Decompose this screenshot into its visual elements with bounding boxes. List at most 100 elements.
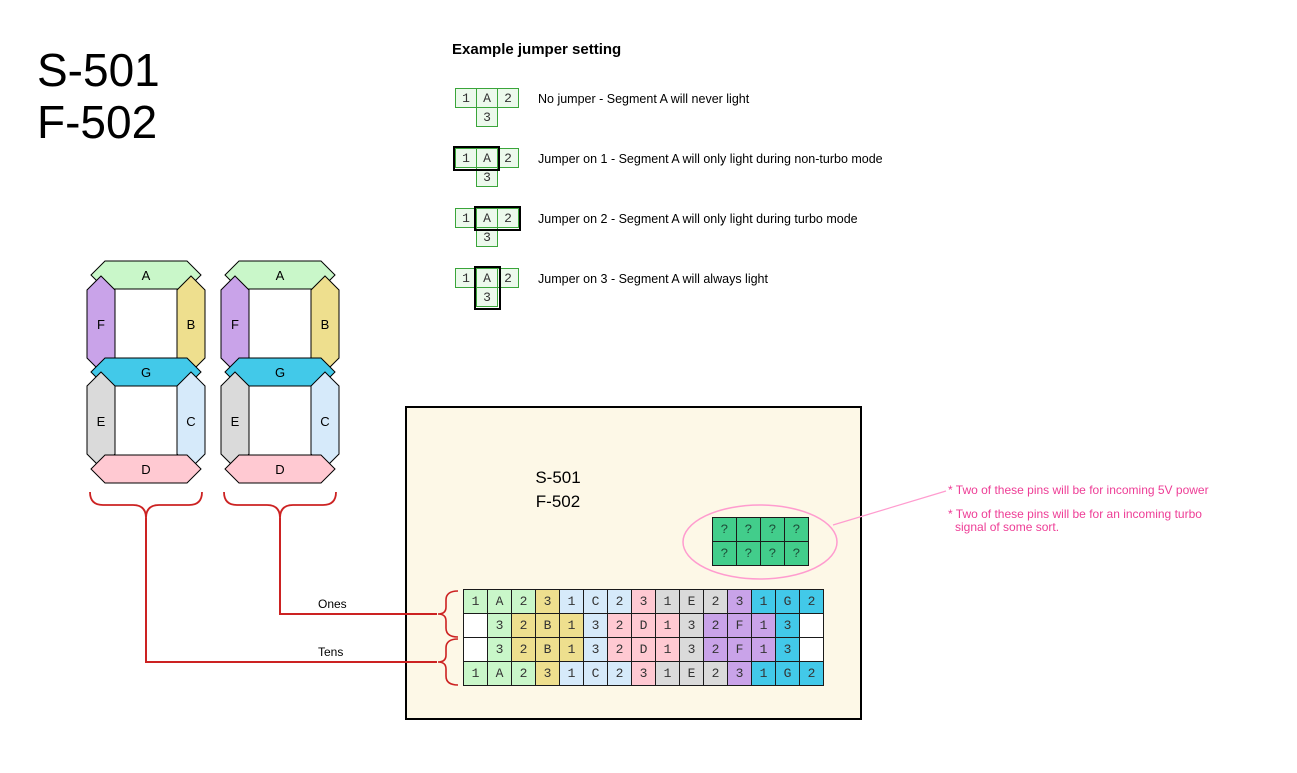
pin-cell-E: E	[680, 662, 703, 685]
segment-b-label: B	[187, 317, 196, 332]
segment-d	[90, 454, 202, 484]
segment-c-label: C	[186, 414, 195, 429]
example-pin-3: 3	[476, 227, 498, 247]
mystery-pin-cell: ?	[737, 518, 760, 541]
example-pin-A: A	[476, 88, 498, 108]
pin-cell-1: 1	[656, 590, 679, 613]
example-pin-2: 2	[497, 208, 519, 228]
pin-cell-3: 3	[632, 662, 655, 685]
pin-cell-C: C	[584, 590, 607, 613]
pin-cell-3: 3	[584, 614, 607, 637]
pin-cell-3: 3	[488, 638, 511, 661]
page-title-line1: S-501	[37, 44, 160, 96]
pin-cell-2: 2	[512, 590, 535, 613]
pin-cell-3: 3	[776, 614, 799, 637]
jumper-highlight-pin3	[474, 266, 501, 310]
pin-cell-C: C	[584, 662, 607, 685]
segment-b-label: B	[321, 317, 330, 332]
pin-cell-3: 3	[680, 614, 703, 637]
pin-cell-F: F	[728, 638, 751, 661]
example-pin-3: 3	[476, 167, 498, 187]
pin-cell-B: B	[536, 638, 559, 661]
pin-cell-1: 1	[560, 590, 583, 613]
pin-cell-2: 2	[512, 662, 535, 685]
segment-d	[224, 454, 336, 484]
pin-cell-2: 2	[608, 590, 631, 613]
pin-cell-A: A	[488, 662, 511, 685]
pin-cell-3: 3	[728, 662, 751, 685]
pin-cell-1: 1	[752, 638, 775, 661]
note-turbo-line2: signal of some sort.	[955, 520, 1060, 534]
board-title-line1: S-501	[535, 468, 581, 487]
pin-cell-2: 2	[800, 662, 823, 685]
pin-cell-2: 2	[704, 590, 727, 613]
segment-e-label: E	[97, 414, 106, 429]
jumper-highlight-pin1	[453, 146, 500, 171]
pin-cell-1: 1	[464, 662, 487, 685]
page-title: S-501 F-502	[37, 44, 160, 148]
pin-cell-A: A	[488, 590, 511, 613]
example-pin-2: 2	[497, 88, 519, 108]
pin-cell-2: 2	[800, 590, 823, 613]
ones-label: Ones	[318, 597, 347, 611]
seven-segment-display-ones: A B F G E C D	[220, 260, 340, 484]
ones-display-underbrace	[223, 491, 337, 519]
pin-cell-3: 3	[488, 614, 511, 637]
pin-cell-B: B	[536, 614, 559, 637]
examples-heading: Example jumper setting	[452, 41, 622, 58]
segment-a-label: A	[142, 268, 151, 283]
segment-a-label: A	[276, 268, 285, 283]
mystery-pin-cell: ?	[785, 518, 808, 541]
mystery-pin-cell: ?	[713, 542, 736, 565]
segment-f-label: F	[97, 317, 105, 332]
mystery-pin-grid: ????????	[712, 517, 809, 566]
pin-cell-1: 1	[656, 638, 679, 661]
example-pin-1: 1	[455, 88, 477, 108]
pin-cell-3: 3	[776, 638, 799, 661]
pin-cell-blank	[800, 638, 823, 661]
mystery-pin-cell: ?	[785, 542, 808, 565]
pin-cell-1: 1	[560, 638, 583, 661]
jumper-highlight-pin2	[474, 206, 521, 231]
pin-cell-3: 3	[680, 638, 703, 661]
pin-cell-1: 1	[560, 662, 583, 685]
board-title: S-501 F-502	[498, 466, 618, 514]
pin-cell-blank	[464, 638, 487, 661]
pin-cell-3: 3	[536, 590, 559, 613]
example-pin-2: 2	[497, 148, 519, 168]
example-pin-2: 2	[497, 268, 519, 288]
pin-cell-2: 2	[608, 638, 631, 661]
seven-segment-display-tens: A B F G E C D	[86, 260, 206, 484]
pin-cell-F: F	[728, 614, 751, 637]
pin-cell-blank	[800, 614, 823, 637]
pin-cell-2: 2	[704, 662, 727, 685]
pin-cell-3: 3	[536, 662, 559, 685]
pin-cell-3: 3	[632, 590, 655, 613]
segment-d-label: D	[275, 462, 284, 477]
pin-cell-D: D	[632, 614, 655, 637]
pin-cell-3: 3	[584, 638, 607, 661]
pin-cell-3: 3	[728, 590, 751, 613]
pin-cell-1: 1	[656, 614, 679, 637]
tens-connection-line	[145, 518, 437, 663]
segment-e-label: E	[231, 414, 240, 429]
pin-cell-2: 2	[512, 614, 535, 637]
page-title-line2: F-502	[37, 96, 158, 148]
pin-cell-blank	[464, 614, 487, 637]
tens-display-underbrace	[89, 491, 203, 519]
pin-cell-D: D	[632, 638, 655, 661]
pin-cell-2: 2	[608, 662, 631, 685]
note-turbo: * Two of these pins will be for an incom…	[948, 508, 1202, 534]
jumper-example-caption: Jumper on 1 - Segment A will only light …	[538, 152, 883, 166]
segment-c-label: C	[320, 414, 329, 429]
pin-cell-2: 2	[704, 614, 727, 637]
jumper-example-caption: Jumper on 3 - Segment A will always ligh…	[538, 272, 768, 286]
